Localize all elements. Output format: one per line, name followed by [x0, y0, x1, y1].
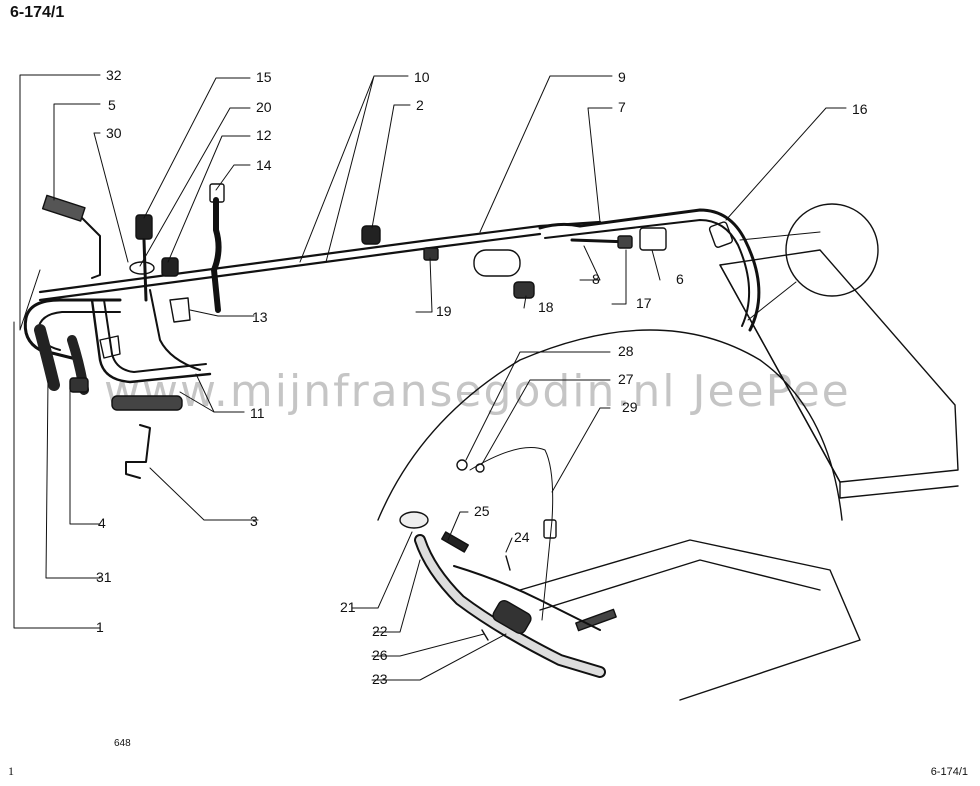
callout-11: 11 [250, 405, 265, 421]
bracket-3 [125, 424, 151, 479]
callout-1: 1 [96, 619, 104, 635]
diagram-ref-footer: 6-174/1 [930, 766, 968, 778]
main-fuel-pipe [38, 220, 602, 294]
callout-32: 32 [106, 67, 122, 83]
callout-4: 4 [98, 515, 106, 531]
fitting-15 [135, 214, 153, 240]
stem-15 [142, 238, 148, 302]
clip-24 [505, 555, 511, 571]
connector-19 [423, 247, 439, 261]
tank-pipe [538, 208, 761, 332]
sender-unit [543, 519, 557, 539]
callout-labels: 32 5 30 15 20 12 14 10 2 9 7 16 13 11 3 … [96, 67, 868, 687]
callout-27: 27 [618, 371, 634, 387]
floor-panel [519, 539, 861, 701]
callout-23: 23 [372, 671, 388, 687]
left-hose-1 [34, 324, 60, 391]
callout-10: 10 [414, 69, 430, 85]
diagram-ref-header: 6-174/1 [10, 4, 65, 21]
lower-return-pipe [90, 298, 212, 384]
callout-25: 25 [474, 503, 490, 519]
vent-hose [575, 608, 617, 632]
grommet-2 [361, 225, 381, 245]
ring-20 [129, 261, 155, 275]
callout-2: 2 [416, 97, 424, 113]
callout-26: 26 [372, 647, 388, 663]
callout-30: 30 [106, 125, 122, 141]
lower-bend-pipe [149, 289, 201, 371]
watermark: www.mijnfransegodin.nl JeePee [104, 366, 851, 417]
callout-16: 16 [852, 101, 868, 117]
callout-9: 9 [618, 69, 626, 85]
clip-13 [169, 297, 191, 323]
tank-edge [719, 264, 841, 483]
callout-17: 17 [636, 295, 652, 311]
callout-5: 5 [108, 97, 116, 113]
hose-end-4 [69, 377, 89, 393]
lower-return-pipe-2 [103, 299, 207, 373]
callout-14: 14 [256, 157, 272, 173]
callout-3: 3 [250, 513, 258, 529]
page-number: 1 [8, 764, 14, 778]
main-fuel-pipe-lower [38, 232, 542, 302]
callout-6: 6 [676, 271, 684, 287]
detail-circle [785, 203, 879, 297]
bracket-5-plate [41, 194, 86, 222]
wheel-arch [377, 329, 843, 521]
tube-25 [441, 531, 469, 553]
clip-26 [481, 629, 489, 641]
tank-pipe-inner [544, 219, 751, 327]
clamp-4 [99, 335, 121, 359]
callout-18: 18 [538, 299, 554, 315]
callout-29: 29 [622, 399, 638, 415]
callout-20: 20 [256, 99, 272, 115]
callout-15: 15 [256, 69, 272, 85]
tank-lower [839, 481, 959, 499]
hose-14 [211, 197, 222, 313]
sender-wire-29 [469, 447, 554, 621]
leader-lines [13, 74, 847, 681]
lower-hose-11 [111, 395, 183, 411]
filter-canister [473, 249, 521, 277]
callout-21: 21 [340, 599, 356, 615]
fitting-12 [161, 257, 179, 277]
callout-8: 8 [592, 271, 600, 287]
callout-28: 28 [618, 343, 634, 359]
connector-28 [456, 459, 468, 471]
callout-7: 7 [618, 99, 626, 115]
filler-neck-inner [416, 536, 604, 676]
clamp-16 [708, 221, 734, 248]
floor-panel-2 [539, 559, 821, 611]
left-pipe-loop [23, 298, 122, 362]
sleeve-18 [513, 281, 535, 299]
callout-31: 31 [96, 569, 112, 585]
callout-12: 12 [256, 127, 272, 143]
breather-pipe [453, 565, 601, 631]
union-17 [617, 235, 633, 249]
callout-24: 24 [514, 529, 530, 545]
filler-cap-21 [399, 511, 429, 529]
connector-27 [475, 463, 485, 473]
hose-23 [492, 599, 532, 635]
valve-6 [639, 227, 667, 251]
figure-code: 648 [114, 738, 131, 749]
callout-13: 13 [252, 309, 268, 325]
callout-19: 19 [436, 303, 452, 319]
tank-top [719, 249, 959, 483]
callout-22: 22 [372, 623, 388, 639]
